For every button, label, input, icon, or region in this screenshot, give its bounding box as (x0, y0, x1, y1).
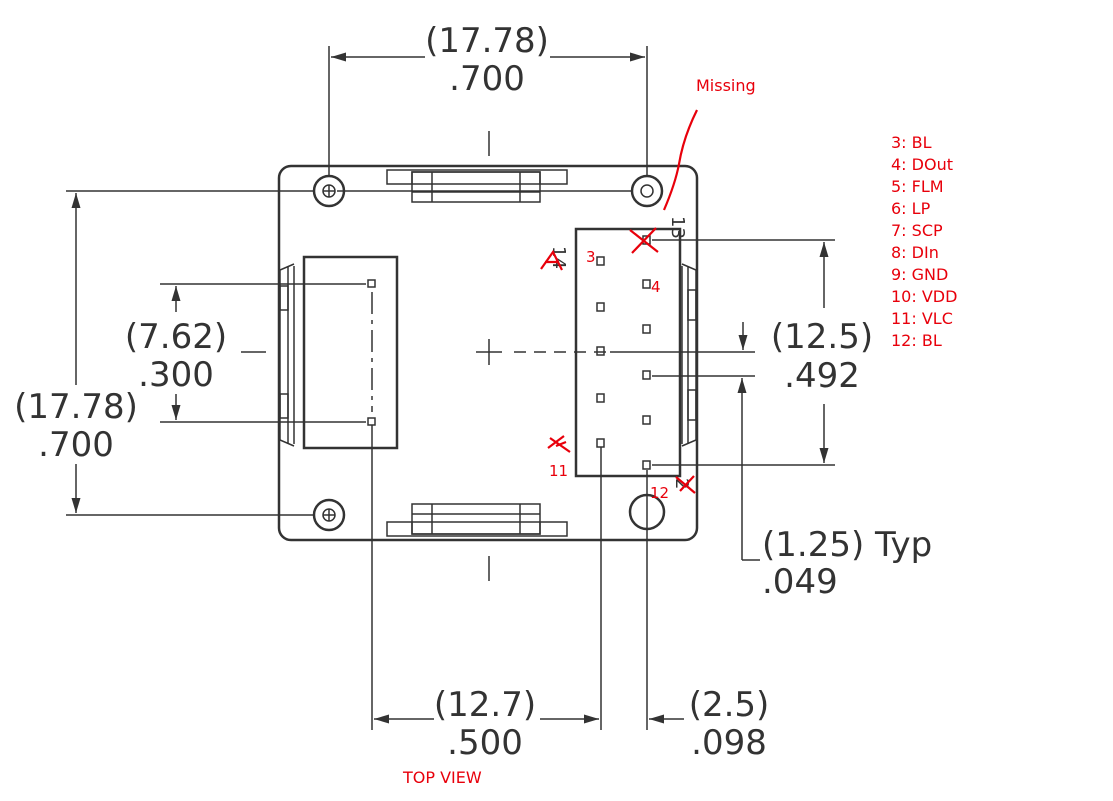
dimension-pitch: (1.25) Typ .049 (762, 525, 932, 602)
legend-entry: 6: LP (891, 199, 931, 218)
svg-text:(17.78): (17.78) (425, 21, 549, 61)
right-edge-connector (681, 263, 697, 447)
pin-number-13: 13 (667, 216, 688, 239)
pin-9 (596, 393, 605, 403)
dimension-bottom-right: (2.5) .098 (689, 685, 770, 763)
pin-number-14: 14 (548, 246, 569, 269)
center-lines (241, 131, 610, 581)
pin-marker-12: 12 (650, 484, 669, 502)
svg-text:.700: .700 (449, 59, 525, 99)
left-edge-connector (279, 263, 295, 447)
bottom-connector (386, 503, 568, 537)
legend-entry: 10: VDD (891, 287, 957, 306)
svg-text:(7.62): (7.62) (125, 317, 227, 357)
legend-entry: 5: FLM (891, 177, 944, 196)
mounting-hole-top-right (630, 174, 664, 208)
pin-14-cross (540, 249, 563, 271)
pin-4 (642, 279, 651, 289)
dimension-lines (66, 46, 835, 730)
pin-number-2: 2 (671, 478, 692, 489)
svg-text:.492: .492 (784, 356, 860, 396)
pin-marker-4: 4 (651, 278, 661, 296)
svg-text:(12.5): (12.5) (771, 317, 873, 357)
pin-marker-3: 3 (586, 248, 596, 266)
legend-entry: 11: VLC (891, 309, 953, 328)
top-connector (386, 169, 568, 203)
view-label: TOP VIEW (402, 768, 482, 787)
svg-text:.300: .300 (138, 355, 214, 395)
pin-11-cross (547, 435, 571, 453)
legend-entry: 12: BL (891, 331, 942, 350)
legend-entry: 3: BL (891, 133, 932, 152)
svg-text:(2.5): (2.5) (689, 685, 770, 725)
missing-pin-cross (629, 227, 659, 254)
red-annotations (540, 109, 698, 494)
dimension-inner-left: (7.62) .300 (125, 317, 227, 395)
legend-entry: 7: SCP (891, 221, 943, 240)
legend-entry: 8: DIn (891, 243, 939, 262)
svg-text:(17.78): (17.78) (14, 387, 138, 427)
pin-11 (596, 438, 605, 448)
dimension-left-height: (17.78) .700 (14, 387, 138, 465)
pin-8 (642, 370, 651, 380)
missing-label: Missing (696, 76, 756, 95)
board-outline (277, 164, 699, 542)
pin-marker-11: 11 (549, 462, 568, 480)
svg-text:.098: .098 (691, 723, 767, 763)
pin-3 (596, 256, 605, 266)
svg-text:(1.25) Typ: (1.25) Typ (762, 525, 932, 565)
pin-2-cross (675, 475, 696, 494)
pin-7 (596, 346, 605, 356)
dimension-right-height: (12.5) .492 (771, 317, 873, 396)
pin-legend: 3: BL 4: DOut 5: FLM 6: LP 7: SCP 8: DIn… (891, 133, 957, 350)
legend-entry: 4: DOut (891, 155, 953, 174)
legend-entry: 9: GND (891, 265, 948, 284)
svg-text:.049: .049 (762, 562, 838, 602)
svg-text:(12.7): (12.7) (434, 685, 536, 725)
pin-10 (642, 415, 651, 425)
missing-pointer-line (662, 109, 698, 211)
pin-12 (642, 460, 651, 470)
dimension-top-width: (17.78) .700 (425, 21, 549, 99)
svg-text:.700: .700 (38, 425, 114, 465)
pin-5 (596, 302, 605, 312)
pin-6 (642, 324, 651, 334)
dimension-bottom-mid: (12.7) .500 (434, 685, 536, 763)
left-header (302, 255, 399, 450)
svg-text:.500: .500 (447, 723, 523, 763)
